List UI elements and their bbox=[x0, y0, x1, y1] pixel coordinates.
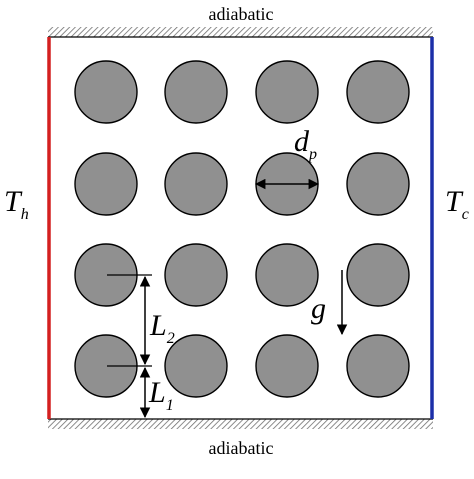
particle-r4-c3 bbox=[255, 334, 319, 398]
particle-r1-c4 bbox=[346, 60, 410, 124]
bottom-adiabatic-wall bbox=[48, 419, 433, 429]
particle-r3-c2 bbox=[164, 243, 228, 307]
particle-array bbox=[74, 60, 410, 398]
particle-r1-c3 bbox=[255, 60, 319, 124]
hot-wall-label: Th bbox=[4, 185, 29, 223]
particle-r4-c2 bbox=[164, 334, 228, 398]
top-wall-label: adiabatic bbox=[209, 4, 274, 24]
bottom-wall-label: adiabatic bbox=[209, 438, 274, 458]
spacing-2-label: L2 bbox=[149, 309, 175, 347]
particle-r1-c1 bbox=[74, 60, 138, 124]
particle-r1-c2 bbox=[164, 60, 228, 124]
spacing-1-label: L1 bbox=[148, 376, 174, 414]
particle-r3-c3 bbox=[255, 243, 319, 307]
gravity-label: g bbox=[311, 292, 326, 325]
particle-r3-c4 bbox=[346, 243, 410, 307]
particle-r4-c4 bbox=[346, 334, 410, 398]
top-adiabatic-wall bbox=[48, 27, 433, 37]
particle-r2-c1 bbox=[74, 152, 138, 216]
particle-r2-c2 bbox=[164, 152, 228, 216]
particle-diameter-label: dp bbox=[294, 125, 317, 163]
particle-r2-c4 bbox=[346, 152, 410, 216]
cold-wall-label: Tc bbox=[445, 185, 469, 223]
